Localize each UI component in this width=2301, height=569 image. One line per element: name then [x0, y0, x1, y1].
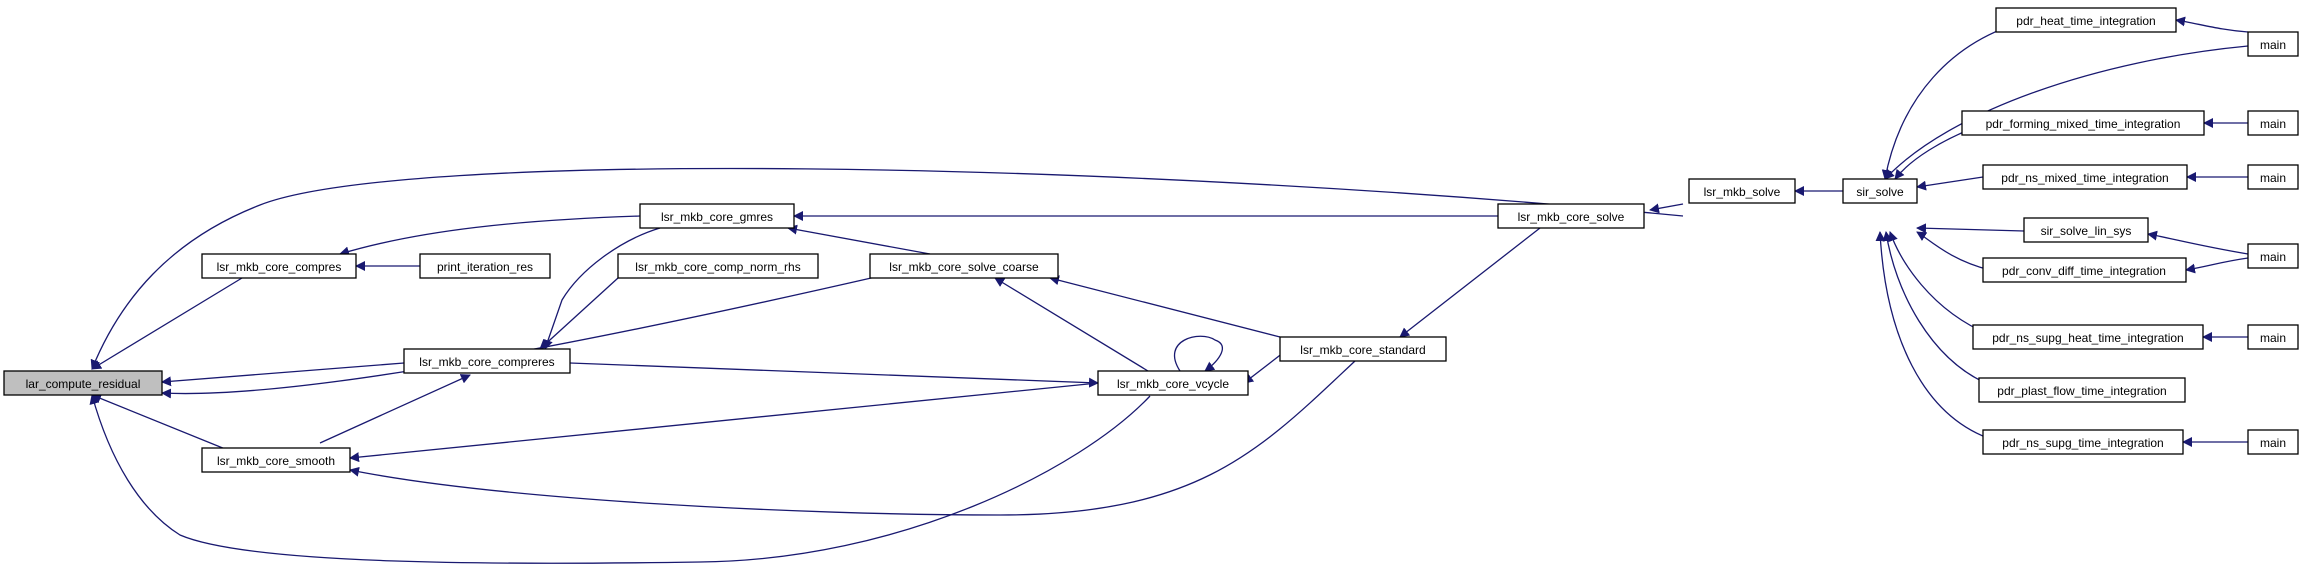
node-lsr-mkb-core-gmres[interactable]: lsr_mkb_core_gmres [639, 203, 795, 229]
edge-coarse-to-lar [161, 275, 881, 399]
edge-solve-to-lar [90, 167, 1684, 370]
node-pdr-ns-supg-heat-time-integration[interactable]: pdr_ns_supg_heat_time_integration [1972, 324, 2204, 350]
node-pdr-ns-mixed-time-integration[interactable]: pdr_ns_mixed_time_integration [1982, 164, 2188, 190]
edge-coarse-to-gmres [787, 224, 931, 255]
node-label: sir_solve [1856, 185, 1904, 199]
node-label: lsr_mkb_core_standard [1300, 343, 1425, 357]
edge-gmres-to-compreres [543, 227, 661, 350]
node-label: main [2260, 171, 2286, 185]
nodes: lar_compute_residual lsr_mkb_core_compre… [3, 7, 2299, 473]
node-label: lsr_mkb_core_solve_coarse [889, 260, 1039, 274]
node-label: lsr_mkb_core_comp_norm_rhs [635, 260, 800, 274]
node-lsr-mkb-core-standard[interactable]: lsr_mkb_core_standard [1279, 336, 1447, 362]
node-main-1[interactable]: main [2247, 31, 2299, 57]
node-label: lsr_mkb_core_vcycle [1117, 377, 1229, 391]
node-label: pdr_forming_mixed_time_integration [1986, 117, 2181, 131]
node-label: lsr_mkb_solve [1704, 185, 1781, 199]
node-label: pdr_ns_mixed_time_integration [2001, 171, 2168, 185]
edge-plast-to-sir [1882, 231, 1991, 386]
edge-main1-to-sir [1884, 45, 2249, 180]
edge-vcycle-to-coarse [994, 277, 1149, 372]
node-label: main [2260, 250, 2286, 264]
node-label: pdr_plast_flow_time_integration [1997, 384, 2166, 398]
node-pdr-heat-time-integration[interactable]: pdr_heat_time_integration [1995, 7, 2177, 33]
node-lsr-mkb-solve[interactable]: lsr_mkb_solve [1688, 178, 1796, 204]
edge-main4-to-convdiff [2185, 257, 2249, 274]
edge-gmres-to-compres [339, 215, 641, 257]
node-label: pdr_conv_diff_time_integration [2002, 264, 2166, 278]
node-label: lsr_mkb_core_gmres [661, 210, 773, 224]
edge-standard-to-smooth [349, 360, 1356, 516]
node-label: main [2260, 38, 2286, 52]
node-main-3[interactable]: main [2247, 164, 2299, 190]
node-lsr-mkb-core-compreres[interactable]: lsr_mkb_core_compreres [403, 348, 571, 374]
node-label: lsr_mkb_core_smooth [217, 454, 335, 468]
edge-coresolve-to-standard [1399, 227, 1541, 338]
node-label: main [2260, 117, 2286, 131]
edge-nsmixed-to-sir [1916, 176, 1984, 191]
edge-supgheat-to-sir [1888, 231, 1991, 336]
edge-smooth-to-lar [91, 393, 241, 456]
edge-compreres-to-lar [161, 362, 405, 387]
edge-convdiff-to-sir [1916, 231, 1991, 271]
node-label: sir_solve_lin_sys [2041, 224, 2132, 238]
node-lsr-mkb-core-comp-norm-rhs[interactable]: lsr_mkb_core_comp_norm_rhs [617, 253, 819, 279]
node-label: lsr_mkb_core_compres [217, 260, 342, 274]
edge-vcycle-self-loop [1173, 335, 1224, 372]
node-lar-compute-residual[interactable]: lar_compute_residual [3, 370, 163, 396]
node-lsr-mkb-core-compres[interactable]: lsr_mkb_core_compres [201, 253, 357, 279]
node-lsr-mkb-core-solve[interactable]: lsr_mkb_core_solve [1497, 203, 1645, 229]
edge-normrhs-to-compreres [539, 277, 619, 350]
node-label: main [2260, 436, 2286, 450]
edges [89, 16, 2249, 564]
edge-standard-to-coarse [1049, 275, 1281, 338]
edge-main4-to-linsys [2147, 230, 2249, 255]
edge-linsys-to-sir [1916, 223, 2025, 234]
node-main-4[interactable]: main [2247, 243, 2299, 269]
node-lsr-mkb-core-smooth[interactable]: lsr_mkb_core_smooth [201, 447, 351, 473]
node-sir-solve-lin-sys[interactable]: sir_solve_lin_sys [2023, 217, 2149, 243]
edge-compres-to-lar [91, 277, 243, 370]
node-pdr-plast-flow-time-integration[interactable]: pdr_plast_flow_time_integration [1978, 377, 2186, 403]
node-label: lsr_mkb_core_solve [1518, 210, 1625, 224]
edge-vcycle-to-smooth [349, 382, 1099, 463]
edge-main1-to-heat [2175, 16, 2249, 33]
edge-heat-to-sir [1881, 19, 2031, 180]
node-pdr-forming-mixed-time-integration[interactable]: pdr_forming_mixed_time_integration [1961, 110, 2205, 136]
node-label: pdr_heat_time_integration [2016, 14, 2155, 28]
node-main-2[interactable]: main [2247, 110, 2299, 136]
edge-supg-to-sir [1875, 231, 2001, 443]
node-main-6[interactable]: main [2247, 429, 2299, 455]
edge-smooth-to-compreres [319, 374, 471, 444]
node-main-5[interactable]: main [2247, 324, 2299, 350]
node-label: lsr_mkb_core_compreres [419, 355, 554, 369]
edge-vcycle-to-lar [89, 394, 1151, 564]
edge-solve-to-coresolve [1649, 203, 1684, 214]
node-pdr-ns-supg-time-integration[interactable]: pdr_ns_supg_time_integration [1982, 429, 2184, 455]
node-label: pdr_ns_supg_time_integration [2002, 436, 2163, 450]
node-label: pdr_ns_supg_heat_time_integration [1992, 331, 2183, 345]
edge-compreres-to-vcycle [569, 362, 1099, 388]
node-label: lar_compute_residual [26, 377, 141, 391]
node-sir-solve[interactable]: sir_solve [1842, 178, 1918, 204]
node-print-iteration-res[interactable]: print_iteration_res [419, 253, 551, 279]
node-label: print_iteration_res [437, 260, 533, 274]
node-label: main [2260, 331, 2286, 345]
node-lsr-mkb-core-vcycle[interactable]: lsr_mkb_core_vcycle [1097, 370, 1249, 396]
node-lsr-mkb-core-solve-coarse[interactable]: lsr_mkb_core_solve_coarse [869, 253, 1059, 279]
node-pdr-conv-diff-time-integration[interactable]: pdr_conv_diff_time_integration [1982, 257, 2187, 283]
